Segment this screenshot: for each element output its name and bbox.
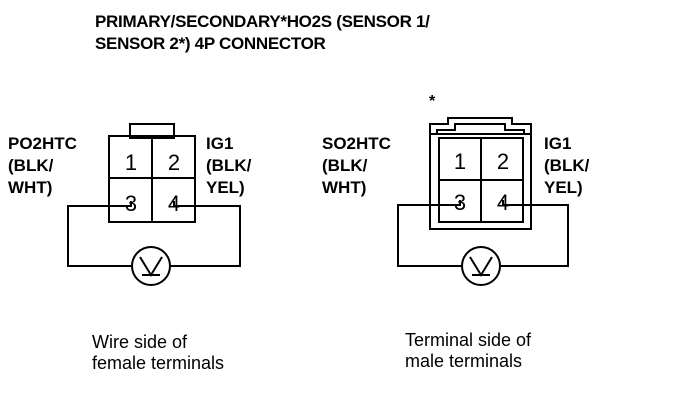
left-pin-1: 1 [125, 150, 137, 175]
left-pin-2: 2 [168, 150, 180, 175]
left-connector [108, 123, 196, 223]
left-caption-line-2: female terminals [92, 353, 224, 373]
title-line-1: PRIMARY/SECONDARY*HO2S (SENSOR 1/ [95, 12, 430, 31]
right-connector [429, 117, 532, 230]
left-test-circuit [67, 201, 241, 286]
right-asterisk: * [429, 93, 436, 110]
right-test-circuit [397, 200, 569, 286]
right-caption-line-2: male terminals [405, 351, 522, 371]
right-pin-1: 1 [454, 149, 466, 174]
left-caption-line-1: Wire side of [92, 332, 188, 352]
right-connector-shell [429, 133, 532, 230]
right-lead-wire-1 [397, 200, 462, 267]
left-label-po2htc-color-1: (BLK/ [8, 156, 54, 175]
left-label-ig1-color-1: (BLK/ [206, 156, 252, 175]
left-label-ig1-color-2: YEL) [206, 178, 245, 197]
right-label-so2htc-color-2: WHT) [322, 178, 366, 197]
right-lead-wire-2 [500, 200, 569, 267]
left-label-po2htc-color-2: WHT) [8, 178, 52, 197]
right-latch-outer [429, 117, 532, 134]
right-label-so2htc-color-1: (BLK/ [322, 156, 368, 175]
right-voltmeter-icon [461, 246, 501, 286]
left-lead-wire-2 [170, 201, 241, 267]
left-label-po2htc: PO2HTC [8, 134, 77, 153]
left-voltmeter-icon [131, 246, 171, 286]
left-connector-body [108, 135, 196, 223]
right-caption-line-1: Terminal side of [405, 330, 532, 350]
left-label-ig1: IG1 [206, 134, 233, 153]
right-label-ig1-color-1: (BLK/ [544, 156, 590, 175]
right-pin-2: 2 [497, 149, 509, 174]
title-line-2: SENSOR 2*) 4P CONNECTOR [95, 34, 326, 53]
right-label-ig1-color-2: YEL) [544, 178, 583, 197]
right-connector-body [438, 137, 524, 223]
left-lead-wire-1 [67, 201, 132, 267]
right-label-ig1: IG1 [544, 134, 571, 153]
right-latch-inner [436, 123, 525, 134]
right-label-so2htc: SO2HTC [322, 134, 391, 153]
